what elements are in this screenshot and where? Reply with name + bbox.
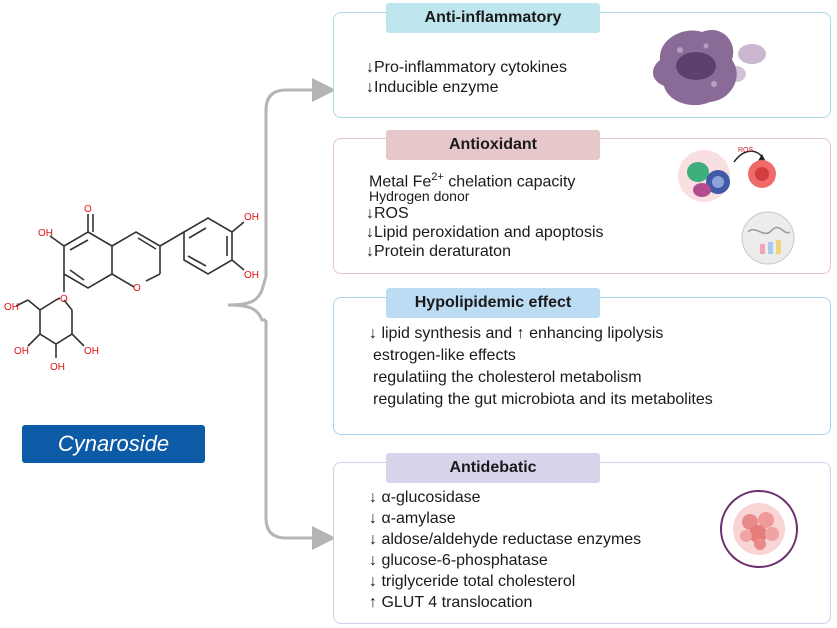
atom-hydroxyl-2s: OH <box>84 346 99 357</box>
anti-inflammatory-line-1: ↓Pro-inflammatory cytokines <box>366 59 567 76</box>
fe-charge: 2+ <box>431 171 444 183</box>
antidebatic-line-2: ↓ α-amylase <box>369 510 456 527</box>
bracket-connector <box>227 78 336 550</box>
antidebatic-title: Antidebatic <box>386 453 600 483</box>
antioxidant-line-fe: Metal Fe2+ chelation capacity <box>369 167 575 192</box>
cynaroside-structure: O OH O O OH OH OH OH OH OH <box>4 204 259 373</box>
atom-glycoside-o: O <box>60 294 68 305</box>
atom-hydroxyl-3s: OH <box>50 362 65 373</box>
antioxidant-line-4: ↓Protein deraturaton <box>366 243 511 260</box>
hypolipidemic-line-3: regulatiing the cholesterol metabolism <box>373 369 642 386</box>
pancreatic-islet-icon <box>720 490 798 568</box>
fe-suffix: chelation capacity <box>443 173 576 191</box>
macrophage-cell-icon <box>652 30 766 106</box>
ros-label: ROS <box>738 147 754 154</box>
hypolipidemic-box <box>333 297 831 435</box>
antidebatic-line-4: ↓ glucose-6-phosphatase <box>369 552 548 569</box>
anti-inflammatory-title: Anti-inflammatory <box>386 3 600 33</box>
fe-prefix: Metal Fe <box>369 173 432 191</box>
atom-hydroxyl-5: OH <box>38 228 53 239</box>
anti-inflammatory-line-2: ↓Inducible enzyme <box>366 79 499 96</box>
antidebatic-line-1: ↓ α-glucosidase <box>369 489 481 506</box>
antioxidant-title: Antioxidant <box>386 130 600 160</box>
antioxidant-line-2: ↓ROS <box>366 205 409 222</box>
antidebatic-line-6: ↑ GLUT 4 translocation <box>369 594 533 611</box>
antioxidant-line-1: Hydrogen donor <box>369 188 470 204</box>
arrow-to-anti-inflammatory <box>264 78 336 276</box>
antidebatic-line-5: ↓ triglyceride total cholesterol <box>369 573 576 590</box>
atom-hydroxyl-4s: OH <box>14 346 29 357</box>
arrow-to-antidebatic <box>264 320 336 550</box>
atom-ring-o: O <box>133 283 141 294</box>
antidebatic-line-3: ↓ aldose/aldehyde reductase enzymes <box>369 531 642 548</box>
hypolipidemic-title: Hypolipidemic effect <box>386 288 600 318</box>
antioxidant-line-3: ↓Lipid peroxidation and apoptosis <box>366 224 604 241</box>
hypolipidemic-line-4: regulating the gut microbiota and its me… <box>373 391 713 408</box>
atom-hydroxyl-6s: OH <box>4 302 19 313</box>
atom-ketone-o: O <box>84 204 92 215</box>
compound-name-badge: Cynaroside <box>22 425 205 463</box>
ros-cells-icon: ROS <box>678 147 795 265</box>
atom-hydroxyl-4p: OH <box>244 212 259 223</box>
hypolipidemic-line-2: estrogen-like effects <box>373 347 516 364</box>
atom-hydroxyl-3p: OH <box>244 270 259 281</box>
hypolipidemic-line-1: ↓ lipid synthesis and ↑ enhancing lipoly… <box>369 325 664 342</box>
